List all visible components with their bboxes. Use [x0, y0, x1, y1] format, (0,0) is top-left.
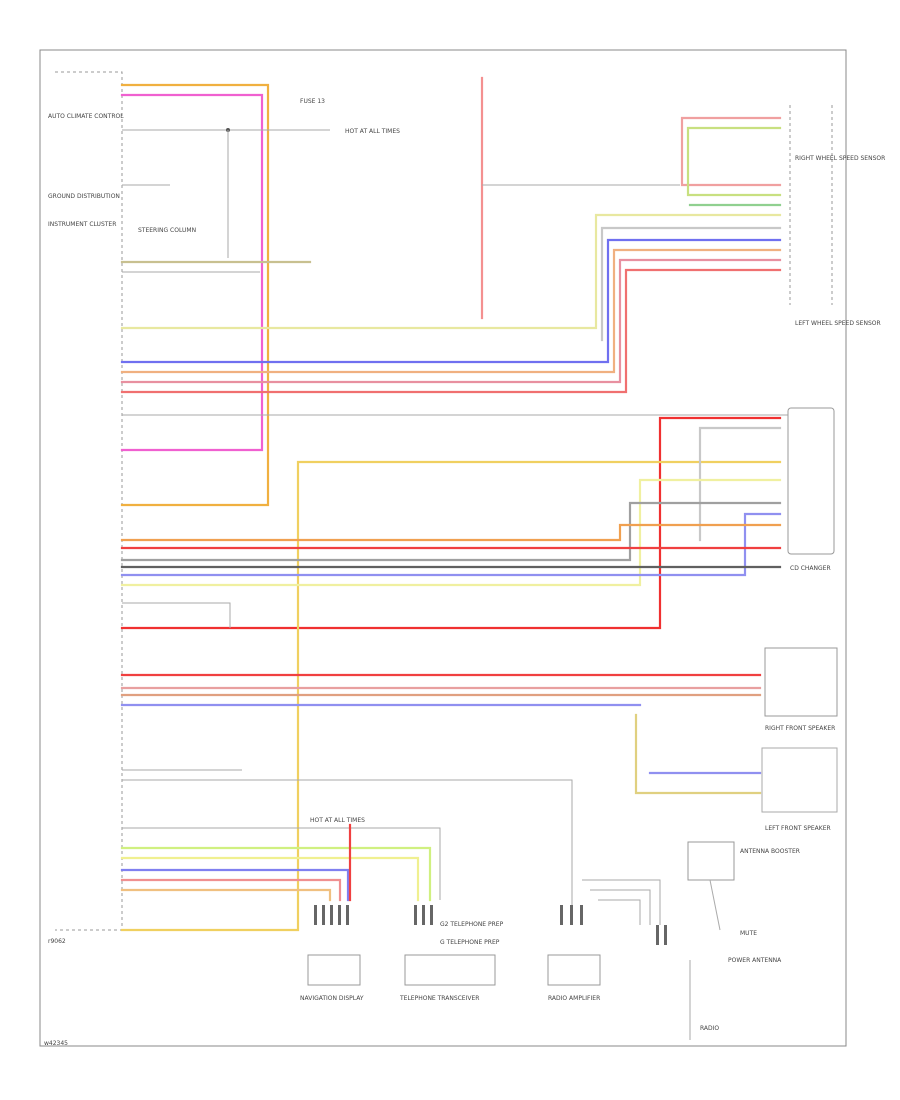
wire-radio-2	[590, 889, 651, 925]
label-ground-dist: GROUND DISTRIBUTION	[48, 193, 120, 200]
wire-radio-3	[598, 899, 641, 925]
wire-lime	[120, 846, 432, 902]
antenna-booster-box	[687, 841, 735, 881]
label-mute: MUTE	[740, 930, 757, 937]
label-right-wheel-speed: RIGHT WHEEL SPEED SENSOR	[795, 155, 885, 162]
wire-blue-cd	[120, 512, 782, 577]
tel-connector-pins	[414, 905, 433, 925]
wire-blue-nav	[120, 868, 350, 902]
wire-gray-cd	[698, 426, 782, 542]
wire-lightyel	[120, 856, 420, 902]
label-power-antenna: POWER ANTENNA	[728, 957, 782, 964]
cd-changer-box	[787, 407, 835, 555]
label-ref-left: r9062	[48, 938, 66, 945]
wire-orange-nav	[120, 888, 332, 902]
radio-amplifier-box	[547, 954, 601, 986]
wire-rose-long	[120, 258, 782, 384]
label-cd-changer: CD CHANGER	[790, 565, 831, 572]
label-g-telephone: G TELEPHONE PREP	[440, 939, 500, 946]
nav-connector-pins	[314, 905, 349, 925]
wire-rws-2	[686, 126, 782, 197]
label-hot-at-all-times: HOT AT ALL TIMES	[345, 128, 400, 135]
label-right-front-speaker: RIGHT FRONT SPEAKER	[765, 725, 835, 732]
wire-yellow-long	[120, 213, 782, 330]
wire-rws-1	[680, 116, 782, 187]
wire-yellow-cd2	[120, 478, 782, 587]
label-hot-nav: HOT AT ALL TIMES	[310, 817, 365, 824]
antenna-switch	[709, 879, 721, 931]
navigation-display-box	[307, 954, 361, 986]
wire-orange-long	[120, 248, 782, 374]
wire-gray-rws	[600, 226, 782, 342]
label-radio-amplifier: RADIO AMPLIFIER	[548, 995, 600, 1002]
telephone-module-box	[404, 954, 496, 986]
instrument-cluster-boundary	[55, 71, 123, 931]
label-fuse-13: FUSE 13	[300, 98, 325, 105]
label-g2-telephone: G2 TELEPHONE PREP	[440, 921, 504, 928]
label-navigation-display: NAVIGATION DISPLAY	[300, 995, 364, 1002]
footer-code: w42345	[44, 1040, 68, 1047]
label-radio: RADIO	[700, 1025, 719, 1032]
wire-blue-long	[120, 238, 782, 364]
label-antenna-booster: ANTENNA BOOSTER	[740, 848, 800, 855]
radio-connector-pins	[560, 905, 667, 945]
wire-radio-1	[582, 879, 661, 925]
right-front-speaker-box	[764, 647, 838, 717]
wire-gray-cd2	[120, 501, 782, 562]
label-auto-climate: AUTO CLIMATE CONTROL	[48, 113, 124, 120]
wire-thin-cd	[122, 602, 231, 628]
label-telephone-module: TELEPHONE TRANSCEIVER	[399, 995, 479, 1002]
wire-red-cd	[120, 416, 782, 630]
wire-orange-cd	[120, 523, 782, 542]
label-instrument-cluster: INSTRUMENT CLUSTER	[48, 221, 116, 228]
label-left-wheel-speed: LEFT WHEEL SPEED SENSOR	[795, 320, 881, 327]
label-steering-column: STEERING COLUMN	[138, 227, 196, 234]
wire-thin-radio	[122, 779, 573, 925]
wire-gray-nav	[122, 827, 441, 900]
wire-orange-top	[120, 83, 270, 507]
wire-rose-nav	[120, 878, 342, 902]
label-left-front-speaker: LEFT FRONT SPEAKER	[765, 825, 831, 832]
diagram-frame	[39, 49, 847, 1047]
wire-yellow-lfs	[634, 713, 762, 795]
wire-red-long	[120, 268, 782, 394]
left-front-speaker-box	[761, 747, 838, 813]
wire-pink-top	[120, 93, 264, 452]
